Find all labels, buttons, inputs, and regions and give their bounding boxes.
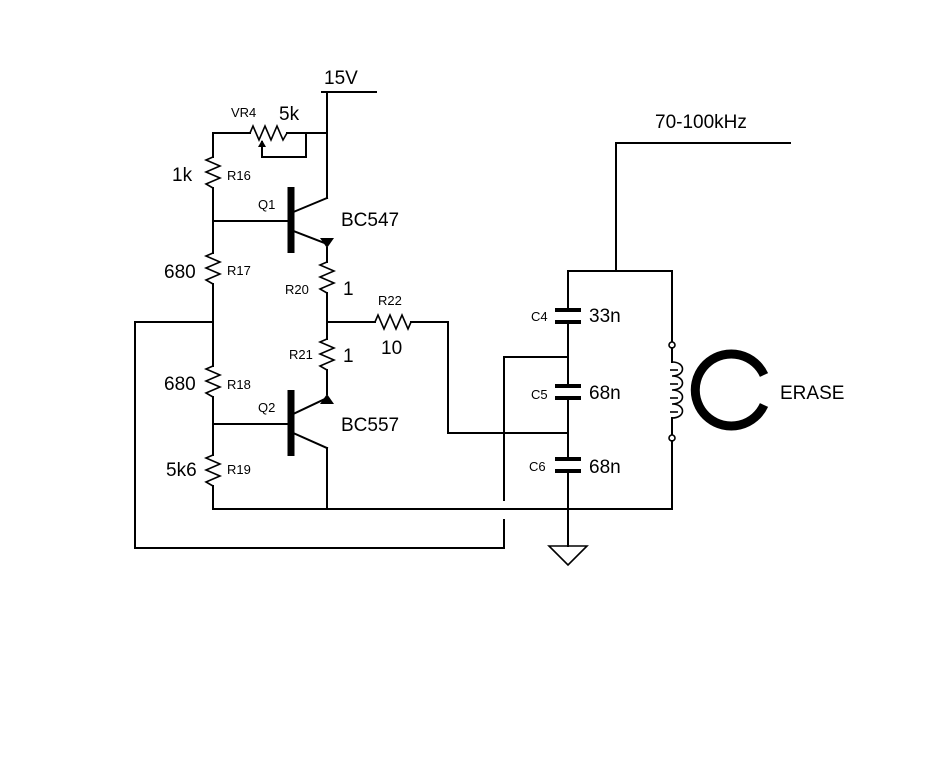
q1-part: BC547 (341, 210, 399, 231)
ground-icon (547, 545, 589, 567)
r22-ref: R22 (378, 293, 402, 308)
erase-head: ERASE (690, 349, 844, 431)
transistor-q1: Q1 BC547 (212, 187, 399, 253)
q2-ref: Q2 (258, 400, 275, 415)
resistor-r18: 680 R18 (164, 374, 251, 395)
r18-ref: R18 (227, 377, 251, 392)
trimmer-vr4: VR4 5k (212, 104, 328, 158)
c5-ref: C5 (531, 387, 548, 402)
r19-ref: R19 (227, 462, 251, 477)
emitter-resistors (317, 247, 337, 395)
c6-ref: C6 (529, 459, 546, 474)
r16-value: 1k (172, 165, 193, 186)
resistor-r22: R22 10 (326, 293, 569, 434)
r20-ref: R20 (285, 282, 309, 297)
vr4-ref: VR4 (231, 105, 256, 120)
q2-part: BC557 (341, 415, 399, 436)
r16-ref: R16 (227, 168, 251, 183)
capacitor-c5: C5 68n (531, 383, 621, 404)
r17-value: 680 (164, 262, 196, 283)
supply-label: 15V (324, 68, 358, 89)
transistor-q2: Q2 BC557 (212, 390, 399, 510)
frequency-label: 70-100kHz (655, 112, 747, 133)
resistor-r20: R20 1 (285, 279, 354, 300)
c4-value: 33n (589, 306, 621, 327)
capacitor-c6: C6 68n (529, 457, 621, 478)
resistor-r19: 5k6 R19 (166, 460, 251, 481)
capacitor-c4: C4 33n (531, 306, 621, 327)
r17-ref: R17 (227, 263, 251, 278)
bias-divider (203, 132, 223, 510)
r18-value: 680 (164, 374, 196, 395)
capacitor-stack (567, 142, 791, 547)
c6-value: 68n (589, 457, 621, 478)
supply-rail: 15V (321, 68, 377, 199)
r20-value: 1 (343, 279, 354, 300)
vr4-value: 5k (279, 104, 300, 125)
r22-value: 10 (381, 338, 402, 359)
erase-label: ERASE (780, 383, 844, 404)
r21-ref: R21 (289, 347, 313, 362)
r21-value: 1 (343, 346, 354, 367)
resistor-r16: 1k R16 (172, 165, 251, 186)
c5-value: 68n (589, 383, 621, 404)
resistor-r21: R21 1 (289, 346, 354, 367)
erase-head-coil (668, 270, 684, 510)
feedback-wire (134, 321, 569, 549)
resistor-r17: 680 R17 (164, 262, 251, 283)
c4-ref: C4 (531, 309, 548, 324)
q1-ref: Q1 (258, 197, 275, 212)
r19-value: 5k6 (166, 460, 197, 481)
